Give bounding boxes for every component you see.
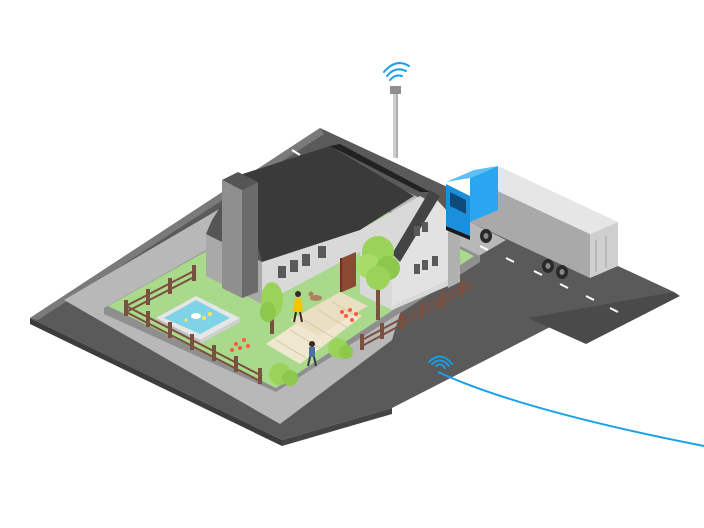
wifi-signal-icon <box>383 62 410 81</box>
window <box>422 260 428 270</box>
cab-top <box>446 166 498 182</box>
gable-right <box>392 192 448 306</box>
pond-flower <box>208 312 212 316</box>
pond-rim-side-r <box>200 318 240 344</box>
side-street <box>528 292 680 344</box>
road-side <box>30 318 282 446</box>
chimney-front <box>222 180 242 298</box>
window <box>318 246 326 258</box>
person-woman <box>293 291 303 323</box>
stone-path-2 <box>290 292 368 336</box>
truck-icon <box>446 166 618 279</box>
cab-windshield <box>450 192 466 214</box>
trailer-back <box>590 222 618 278</box>
door-frame <box>340 258 342 292</box>
fence-back-rail <box>125 269 197 307</box>
chimney-side <box>242 182 258 298</box>
roof-ridge <box>330 144 430 192</box>
window <box>302 254 310 266</box>
chimney-top <box>222 172 258 190</box>
wifi-signal-icon <box>428 355 453 369</box>
pond-flower <box>202 316 206 320</box>
roof-main <box>230 146 414 262</box>
window <box>290 260 298 272</box>
front-door <box>342 252 356 292</box>
lamp-post-icon <box>390 86 401 158</box>
house <box>206 144 460 310</box>
window <box>422 222 428 232</box>
trees <box>260 236 400 386</box>
person-child <box>307 341 317 367</box>
cab-bumper <box>446 226 470 240</box>
window <box>414 264 420 274</box>
trailer-side <box>470 178 590 278</box>
road-side-right <box>282 408 392 446</box>
window <box>432 256 438 266</box>
data-cable <box>437 371 704 447</box>
pond-flower <box>184 318 188 322</box>
cab-side <box>470 166 498 222</box>
people <box>293 291 322 367</box>
trailer-top <box>470 166 618 234</box>
road-markings <box>291 149 619 313</box>
window <box>414 226 420 236</box>
pond-duck <box>191 313 201 319</box>
window <box>278 266 286 278</box>
flowers <box>230 308 358 352</box>
dog <box>308 291 322 301</box>
